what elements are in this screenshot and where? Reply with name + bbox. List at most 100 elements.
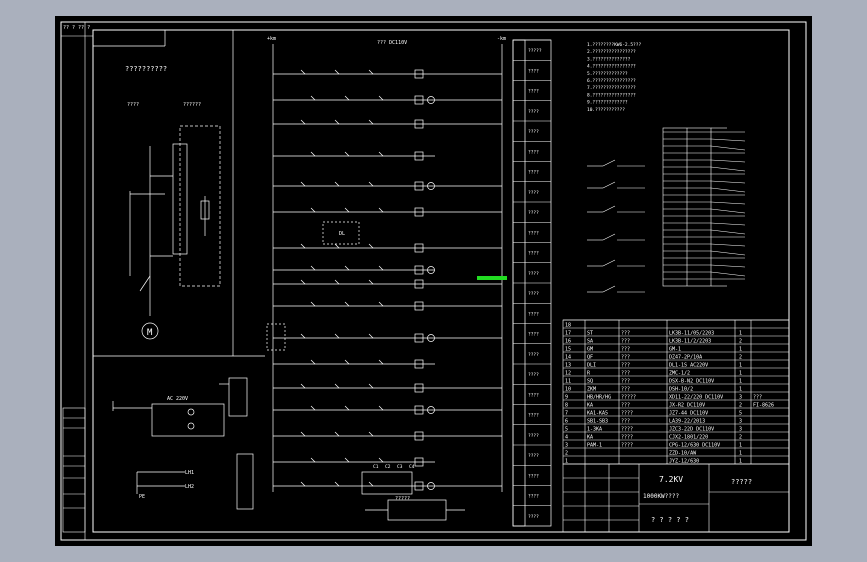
contact-symbol [300,69,306,75]
bom-cell-model: ZMC-1/2 [669,371,690,377]
bom-cell-qty: 1 [739,347,742,353]
function-row-label: ???? [528,230,539,236]
bom-cell-code: SQ [587,379,593,385]
coil-symbol [414,279,424,289]
note-line: 8.???????????????? [587,92,636,98]
terminal-wire [710,159,746,163]
bom-cell-model: DL1-1S AC220V [669,363,708,369]
bom-cell-no: 10 [565,387,571,393]
bom-cell-name: ??? [621,403,630,409]
function-row-label: ???? [528,291,539,297]
bom-cell-qty: 3 [739,395,742,401]
bom-cell-model: XD11-22/220 DC110V [669,395,723,401]
label-lh2: LH2 [185,484,194,490]
contact-symbol [310,359,316,365]
left-panel-sub-right: ?????? [183,102,201,108]
note-line: 6.???????????????? [587,78,636,84]
bom-cell-code: ZKM [587,387,596,393]
contact-symbol [300,333,306,339]
terminal-wire [710,243,746,247]
contact-symbol [378,151,384,157]
bom-cell-model: DSH-10/2 [669,387,693,393]
title-drawing-no: ? ? ? ? ? [651,516,689,524]
contact-symbol [344,265,350,271]
bom-cell-model: LA39-22/2013 [669,419,705,425]
contact-symbol [378,405,384,411]
terminal-bottom-label: ????? [395,496,410,502]
terminal-wire [710,222,746,226]
terminal-wire [710,145,746,151]
contact-symbol [344,207,350,213]
contact-symbol [368,333,374,339]
bom-cell-qty: 1 [739,363,742,369]
terminal-lines [663,131,746,280]
outer-frame [60,21,807,541]
bom-cell-model: JZ7-44 DC110V [669,411,708,417]
bom-cell-name: ??? [621,419,630,425]
bom-cell-qty: 3 [739,419,742,425]
terminal-wire [710,187,746,193]
bom-cell-model: JZC3-22D DC110V [669,427,714,433]
lamp-symbol [427,406,435,414]
bom-cell-qty: 2 [739,355,742,361]
contact-symbol [310,265,316,271]
contact-symbol [378,457,384,463]
bom-cell-code: SB1-SB3 [587,419,608,425]
function-row-label: ???? [528,392,539,398]
bom-cell-code: QF [587,355,593,361]
bus-left-label: +km [267,36,276,42]
contact-symbol [344,151,350,157]
note-line: 9.????????????? [587,100,628,106]
lamp-symbol [427,334,435,342]
bom-cell-code: DLI [587,363,596,369]
bom-cell-name: ??? [621,347,630,353]
bom-cell-code: KA [587,403,593,409]
function-row-label: ???? [528,271,539,277]
bom-cell-note: ??? [753,395,762,401]
coil-symbol [414,181,424,191]
bom-cell-no: 15 [565,347,571,353]
bom-cell-model: CPG-12/630 DC110V [669,443,720,449]
contact-symbol [378,95,384,101]
counter-label: C3 [397,464,403,470]
function-row-label: ???? [528,332,539,338]
switch-blade [602,159,616,167]
bom-cell-code: R [587,371,591,377]
notes: 1.????????KW6-2.5???2.????????????????3.… [587,42,641,113]
function-row-label: ???? [528,251,539,257]
bom-cell-model: ZZD-10/AW [669,451,697,457]
function-row-label: ???? [528,109,539,115]
bom-cell-name: ???? [621,435,633,441]
contact-symbol [310,95,316,101]
margin-text: ?? ? ?? ? [63,25,90,31]
bom-cell-code: KA [587,435,593,441]
bom-cell-name: ??? [621,339,630,345]
heater-circuit [112,377,254,510]
function-row-label: ???? [528,473,539,479]
contact-symbol [368,431,374,437]
label-pe: PE [139,494,145,500]
bom-cell-name: ???? [621,411,633,417]
contact-symbol [334,243,340,249]
bom-cell-name: ??? [621,371,630,377]
counter-label: C1 [373,464,379,470]
contact-symbol [344,301,350,307]
bom-cell-qty: 1 [739,387,742,393]
coil-symbol [414,119,424,129]
note-line: 7.???????????????? [587,85,636,91]
function-row-label: ???? [528,413,539,419]
bom-cell-no: 6 [565,419,568,425]
coil-symbol [414,481,424,491]
bom-cell-no: 12 [565,371,571,377]
bom-cell-name: ??? [621,363,630,369]
function-row-label: ???? [528,68,539,74]
heater-voltage: AC 220V [167,396,188,402]
bom-cell-no: 1 [565,459,568,465]
bom-cell-qty: 2 [739,435,742,441]
bom-cell-no: 13 [565,363,571,369]
bom-cell-no: 8 [565,403,568,409]
switch-blade [602,205,616,213]
lamp-symbol [427,482,435,490]
left-margin-strip [61,22,93,540]
function-row-label: ???? [528,190,539,196]
